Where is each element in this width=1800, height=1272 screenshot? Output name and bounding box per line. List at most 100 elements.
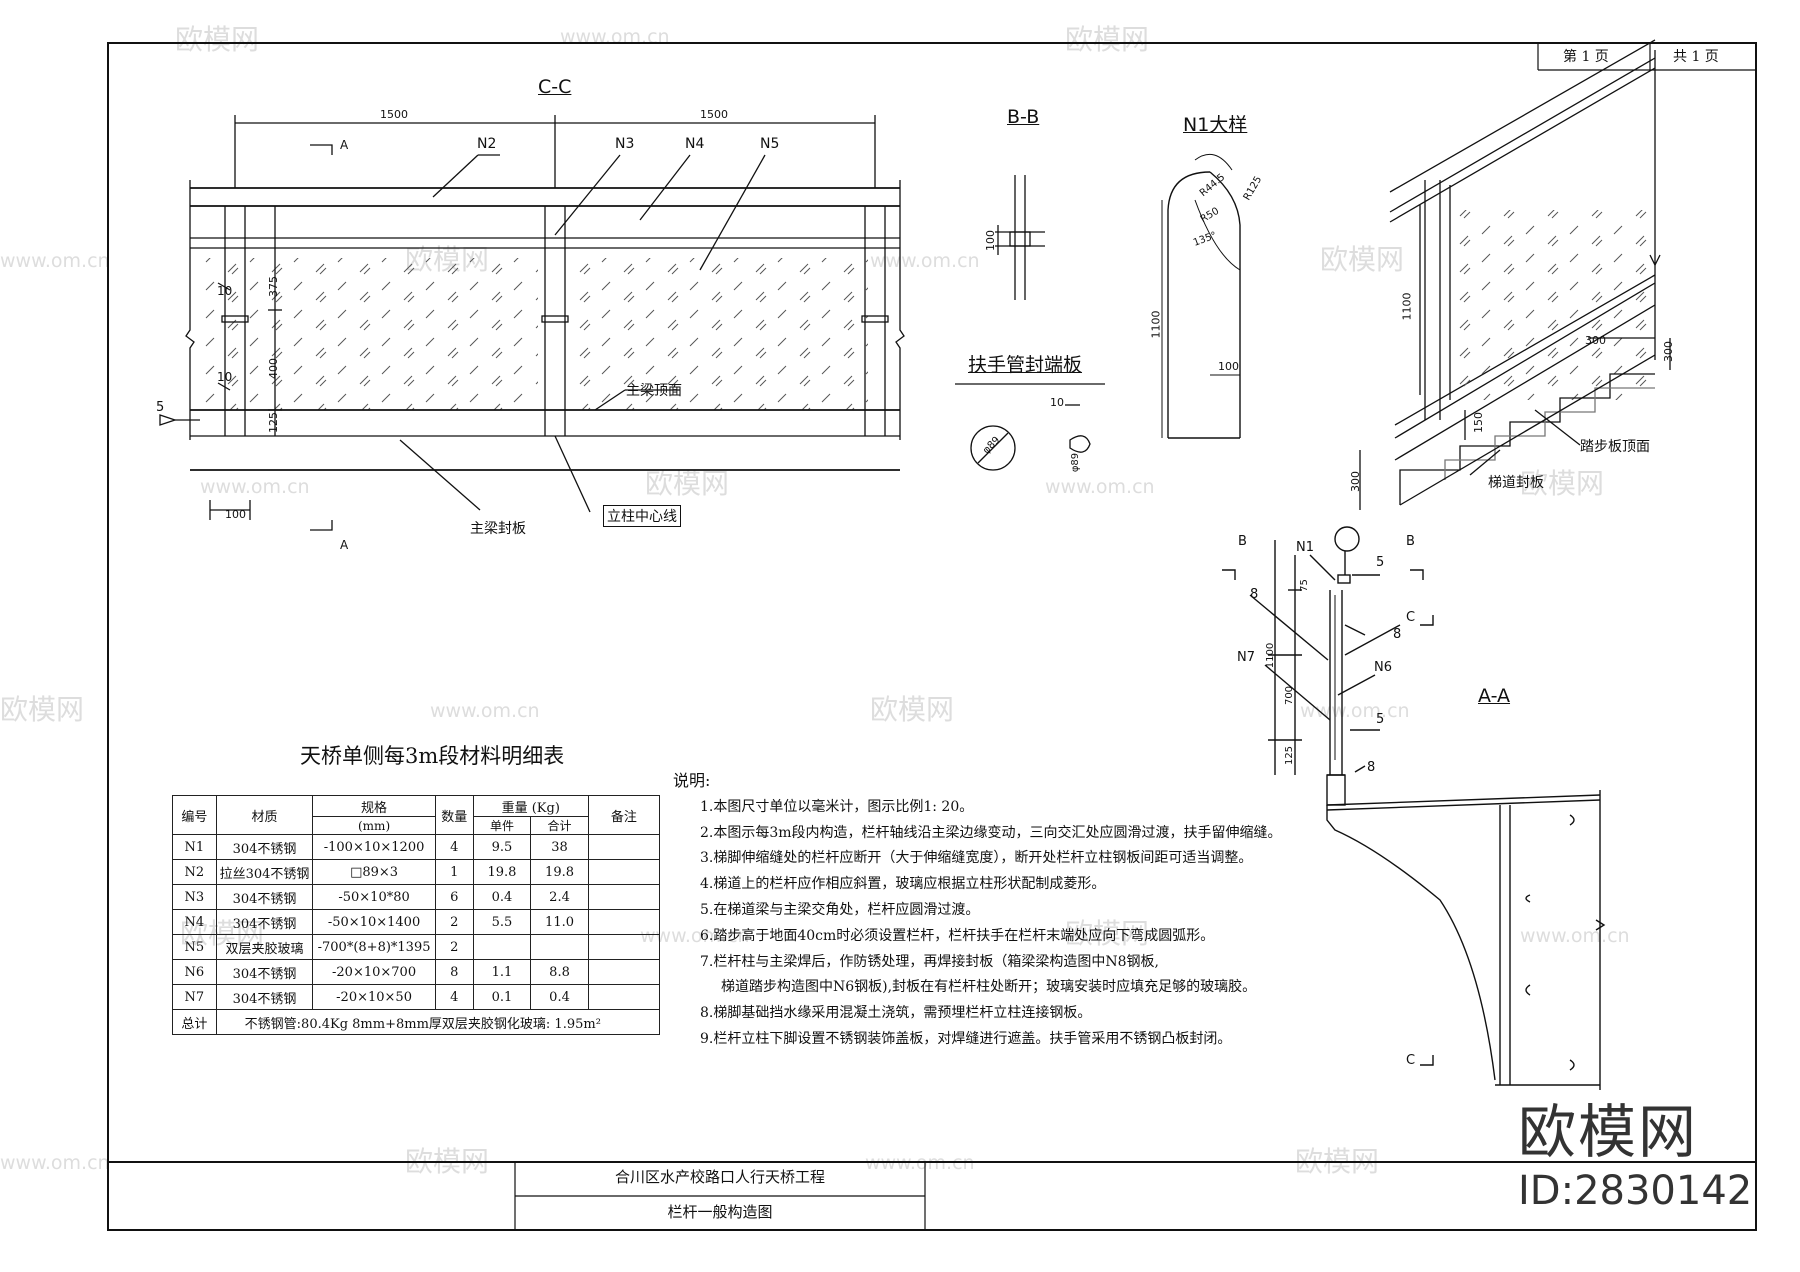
watermark-url: www.om.cn bbox=[1520, 925, 1630, 947]
cell-material: 双层夹胶玻璃 bbox=[215, 934, 314, 960]
watermark-text: 欧模网 bbox=[1065, 917, 1150, 950]
cc-elevation bbox=[159, 115, 905, 531]
dim-125: 125 bbox=[267, 412, 280, 433]
watermark-text: 欧模网 bbox=[175, 23, 260, 56]
cell-remark bbox=[587, 934, 661, 960]
table-title: 天桥单侧每3m段材料明细表 bbox=[300, 744, 565, 768]
cell-unit-weight bbox=[472, 934, 532, 960]
cell-spec: -20×10×700 bbox=[312, 959, 436, 985]
project-name: 合川区水产校路口人行天桥工程 bbox=[614, 1168, 825, 1186]
stair-label-tread: 踏步板顶面 bbox=[1580, 439, 1650, 455]
table-row: N3 304不锈钢 -50×10*80 6 0.4 2.4 bbox=[172, 884, 661, 910]
watermark-text: 欧模网 bbox=[1520, 467, 1605, 500]
col-qty: 数量 bbox=[434, 795, 474, 835]
bb-section bbox=[995, 175, 1045, 300]
stair-dim-300-c: 300 bbox=[1349, 471, 1362, 492]
aa-weld-8: 8 bbox=[1393, 627, 1402, 642]
cell-qty: 1 bbox=[434, 859, 474, 885]
dim-10-b: 10 bbox=[217, 370, 233, 384]
cell-qty: 4 bbox=[434, 834, 474, 860]
bb-view-title: B-B bbox=[1007, 106, 1040, 128]
cell-no: N6 bbox=[172, 959, 217, 985]
aa-weld-5: 5 bbox=[1376, 555, 1385, 570]
note-item: 4.梯道上的栏杆应作相应斜置，玻璃应根据立柱形状配制成菱形。 bbox=[700, 876, 1106, 893]
cell-total-weight: 8.8 bbox=[530, 959, 589, 985]
cell-total-weight: 11.0 bbox=[530, 909, 589, 935]
material-table: 编号 材质 规格 数量 重量 (Kg) 备注 (mm) 单件 合计 N1 304… bbox=[172, 795, 661, 1035]
table-total-row: 总计 不锈钢管:80.4Kg 8mm+8mm厚双层夹胶钢化玻璃: 1.95m² bbox=[172, 1009, 661, 1035]
note-item: 7.栏杆柱与主梁焊后，作防锈处理，再焊接封板（箱梁梁构造图中N8钢板, bbox=[700, 953, 1159, 970]
cell-spec: □89×3 bbox=[312, 859, 436, 885]
note-item: 梯道踏步构造图中N6钢板),封板在有栏杆柱处断开；玻璃安装时应填充足够的玻璃胶。 bbox=[721, 979, 1257, 996]
cell-unit-weight: 0.4 bbox=[472, 884, 532, 910]
cell-total-weight: 38 bbox=[530, 834, 589, 860]
aa-label-n6: N6 bbox=[1374, 660, 1392, 675]
drawing-name: 栏杆一般构造图 bbox=[667, 1203, 773, 1221]
table-row: N4 304不锈钢 -50×10×1400 2 5.5 11.0 bbox=[172, 909, 661, 935]
cell-spec: -50×10*80 bbox=[312, 884, 436, 910]
cell-remark bbox=[587, 834, 661, 860]
cell-qty: 2 bbox=[434, 909, 474, 935]
aa-label-n7: N7 bbox=[1237, 650, 1255, 665]
brand-id: ID:2830142 bbox=[1518, 1168, 1753, 1214]
aa-section bbox=[1222, 526, 1606, 1090]
cell-no: N1 bbox=[172, 834, 217, 860]
col-remark: 备注 bbox=[587, 795, 661, 835]
endplate-dim-10: 10 bbox=[1050, 396, 1064, 409]
cell-unit-weight: 5.5 bbox=[472, 909, 532, 935]
stair-dim-150: 150 bbox=[1472, 412, 1485, 433]
watermark-url: www.om.cn bbox=[0, 1152, 110, 1174]
page-number: 第 1 页 bbox=[1563, 49, 1609, 65]
n1-detail bbox=[1161, 153, 1241, 439]
aa-section-c: C bbox=[1406, 1053, 1416, 1068]
col-spec-unit: (mm) bbox=[312, 816, 436, 835]
cell-no: N7 bbox=[172, 984, 217, 1010]
cell-remark bbox=[587, 859, 661, 885]
bb-dim-100: 100 bbox=[984, 230, 997, 251]
dim-400: 400 bbox=[267, 358, 280, 379]
aa-dim-1100: 1100 bbox=[1265, 642, 1277, 669]
cell-remark bbox=[587, 959, 661, 985]
col-spec: 规格 bbox=[312, 795, 436, 817]
watermark-text: 欧模网 bbox=[1065, 23, 1150, 56]
watermark-url: www.om.cn bbox=[0, 250, 110, 272]
aa-section-b: B bbox=[1406, 534, 1415, 549]
cell-material: 304不锈钢 bbox=[215, 834, 314, 860]
cell-material: 304不锈钢 bbox=[215, 959, 314, 985]
dim-10-a: 10 bbox=[217, 284, 233, 298]
watermark-text: 欧模网 bbox=[0, 693, 85, 726]
note-item: 2.本图示每3m段内构造，栏杆轴线沿主梁边缘变动，三向交汇处应圆滑过渡，扶手留伸… bbox=[700, 824, 1282, 841]
endplate-view-title: 扶手管封端板 bbox=[968, 354, 1083, 376]
note-item: 3.梯脚伸缩缝处的栏杆应断开（大于伸缩缝宽度），断开处栏杆立柱钢板间距可适当调整… bbox=[700, 850, 1253, 867]
col-material: 材质 bbox=[215, 795, 314, 835]
aa-section-c: C bbox=[1406, 610, 1416, 625]
aa-view-title: A-A bbox=[1478, 685, 1511, 707]
watermark-url: www.om.cn bbox=[430, 700, 540, 722]
label-n2: N2 bbox=[477, 136, 497, 152]
section-mark-a: A bbox=[340, 538, 349, 552]
page-total: 共 1 页 bbox=[1673, 49, 1719, 65]
n1-view-title: N1大样 bbox=[1183, 114, 1248, 136]
notes-title: 说明: bbox=[673, 771, 711, 790]
cell-remark bbox=[587, 909, 661, 935]
note-item: 9.栏杆立柱下脚设置不锈钢装饰盖板，对焊缝进行遮盖。扶手管采用不锈钢凸板封闭。 bbox=[700, 1030, 1232, 1047]
table-row: N1 304不锈钢 -100×10×1200 4 9.5 38 bbox=[172, 834, 661, 860]
cell-qty: 2 bbox=[434, 934, 474, 960]
col-no: 编号 bbox=[172, 795, 217, 835]
cell-total-weight: 19.8 bbox=[530, 859, 589, 885]
watermark-url: www.om.cn bbox=[200, 476, 310, 498]
stair-dim-300-b: 300 bbox=[1662, 341, 1675, 362]
cell-spec: -50×10×1400 bbox=[312, 909, 436, 935]
cell-total-label: 总计 bbox=[172, 1009, 217, 1035]
table-row: N7 304不锈钢 -20×10×50 4 0.1 0.4 bbox=[172, 984, 661, 1010]
aa-dim-125: 125 bbox=[1284, 745, 1296, 766]
aa-section-b: B bbox=[1238, 534, 1247, 549]
cell-unit-weight: 19.8 bbox=[472, 859, 532, 885]
note-item: 8.梯脚基础挡水缘采用混凝土浇筑，需预埋栏杆立柱连接钢板。 bbox=[700, 1005, 1092, 1022]
watermark-url: www.om.cn bbox=[640, 925, 750, 947]
cell-material: 304不锈钢 bbox=[215, 984, 314, 1010]
table-row: N5 双层夹胶玻璃 -700*(8+8)*1395 2 bbox=[172, 934, 661, 960]
cc-view-title: C-C bbox=[538, 76, 572, 98]
note-item: 1.本图尺寸单位以毫米计，图示比例1: 20。 bbox=[700, 798, 974, 815]
